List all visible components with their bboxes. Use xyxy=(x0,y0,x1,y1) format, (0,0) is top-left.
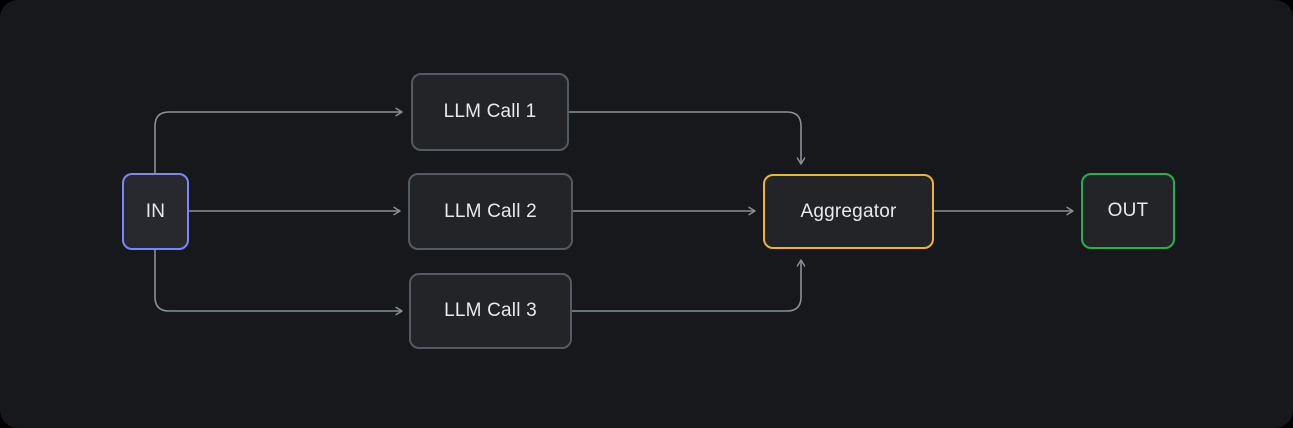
node-out: OUT xyxy=(1081,173,1175,249)
node-llm-call-2: LLM Call 2 xyxy=(408,173,573,250)
edge-in-to-llm-call-1 xyxy=(154,107,403,173)
node-aggregator: Aggregator xyxy=(763,174,934,249)
node-llm-call-1: LLM Call 1 xyxy=(411,73,569,151)
edge-in-to-llm-call-3 xyxy=(154,250,403,316)
node-label: LLM Call 1 xyxy=(443,101,537,122)
edge-llm-call-1-to-aggregator xyxy=(569,111,806,165)
node-label: LLM Call 3 xyxy=(444,300,537,321)
node-in: IN xyxy=(122,173,189,250)
edge-llm-call-3-to-aggregator xyxy=(572,259,806,312)
node-label: OUT xyxy=(1107,200,1149,221)
node-label: IN xyxy=(145,200,166,222)
node-llm-call-3: LLM Call 3 xyxy=(409,273,572,349)
node-label: LLM Call 2 xyxy=(444,200,537,222)
node-label: Aggregator xyxy=(800,200,897,222)
